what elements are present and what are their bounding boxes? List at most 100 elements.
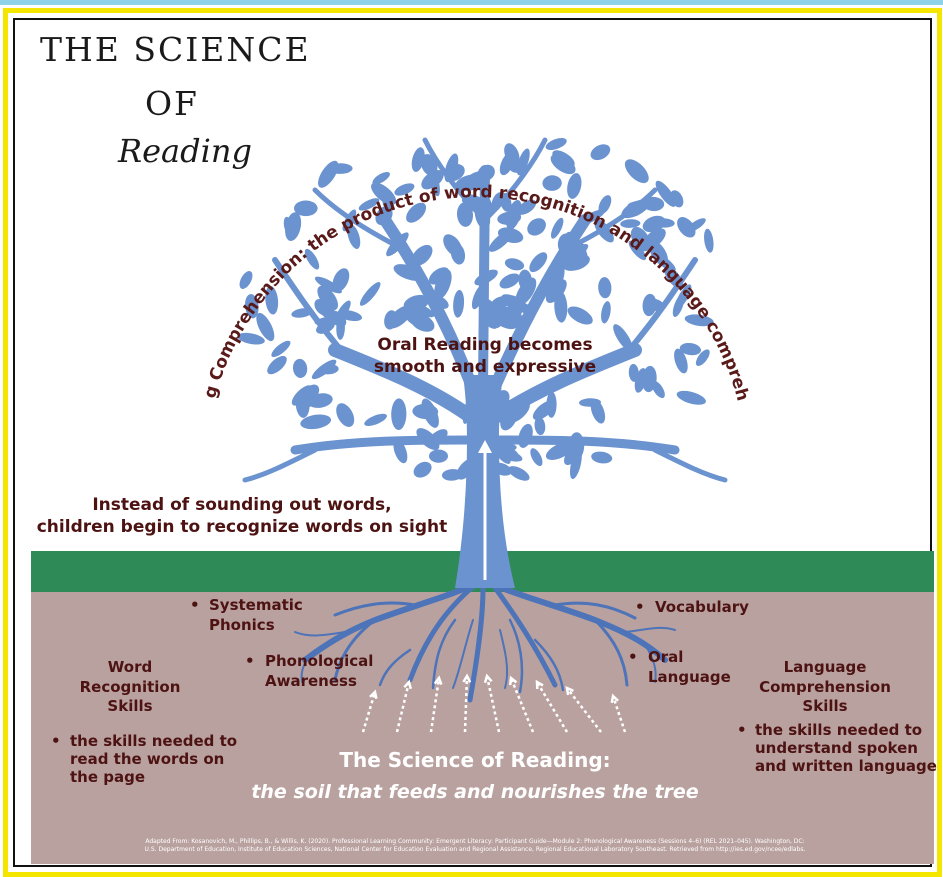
leaf — [675, 284, 692, 309]
leaf — [237, 332, 265, 345]
leaf — [292, 358, 308, 378]
leaf — [291, 308, 313, 318]
leaf — [372, 172, 390, 185]
leaf — [501, 294, 530, 313]
leaf — [316, 320, 335, 334]
dotted-arrow-head — [433, 675, 443, 686]
dotted-arrow-head — [508, 675, 518, 686]
leaf — [545, 138, 567, 150]
language-comprehension-desc-line-1: the skills needed to — [755, 721, 923, 739]
systematic-phonics-label: Systematic Phonics — [209, 596, 303, 635]
leaf — [482, 309, 500, 329]
dotted-arrow — [395, 681, 411, 733]
leaf — [527, 218, 546, 236]
leaf — [529, 252, 548, 273]
leaf — [456, 202, 474, 227]
leaf — [386, 232, 409, 257]
leaf — [239, 271, 253, 289]
leaf — [429, 295, 449, 309]
sight-words-line-1: Instead of sounding out words, — [92, 495, 392, 515]
leaf — [695, 349, 710, 366]
leaf — [434, 269, 452, 300]
language-comprehension-heading-line-2: Comprehension — [759, 677, 891, 696]
tree-illustration: Reading Comprehension: the product of wo… — [15, 20, 934, 864]
leaf — [542, 175, 562, 191]
leaf — [318, 160, 339, 188]
dotted-arrow — [535, 681, 569, 733]
leaf — [498, 446, 520, 461]
leaf — [271, 340, 291, 358]
leaf — [653, 218, 675, 228]
leaf — [545, 441, 574, 460]
leaf — [704, 228, 714, 253]
word-recognition-heading-line-2: Recognition — [79, 677, 181, 696]
oral-language-line-1: Oral — [648, 648, 684, 666]
soil-area — [31, 592, 934, 864]
leaf — [676, 390, 706, 405]
leaf — [620, 219, 641, 228]
leaf — [601, 301, 611, 324]
leaf — [530, 448, 543, 467]
bullet-dot: • — [190, 596, 200, 614]
leaf — [393, 439, 408, 464]
dotted-arrow — [509, 677, 535, 733]
leaf — [491, 192, 504, 212]
dotted-arrow-head — [369, 689, 378, 700]
leaf — [506, 200, 522, 230]
language-comprehension-desc-line-2: understand spoken — [755, 739, 918, 757]
leaf — [649, 240, 668, 266]
leaf — [443, 234, 463, 257]
leaf — [474, 201, 491, 230]
dotted-arrow — [361, 691, 377, 733]
leaf — [359, 281, 381, 306]
leaf — [391, 398, 407, 430]
title-line-2: OF — [145, 84, 199, 123]
title-line-1: THE SCIENCE — [40, 30, 311, 69]
leaf — [621, 199, 650, 219]
leaf — [291, 385, 313, 406]
leaf — [534, 416, 546, 436]
language-comprehension-description: the skills needed to understand spoken a… — [755, 721, 937, 775]
sight-words-line-2: children begin to recognize words on sig… — [36, 517, 448, 538]
leaf — [267, 355, 287, 375]
dotted-arrow-head — [610, 693, 619, 704]
leaf — [471, 284, 486, 310]
leaf — [664, 265, 684, 290]
leaf — [412, 403, 439, 420]
leaf — [578, 209, 606, 226]
dotted-arrow-head — [462, 673, 472, 683]
leaf — [493, 390, 510, 409]
leaf — [546, 391, 557, 418]
leaf — [304, 248, 320, 270]
word-recognition-desc-line-2: read the words on — [70, 750, 225, 768]
leaf — [518, 423, 533, 448]
language-comprehension-heading: Language Comprehension Skills — [750, 658, 900, 717]
leaf — [552, 150, 575, 168]
leaf — [545, 279, 567, 303]
phonological-awareness-line-2: Awareness — [265, 671, 357, 690]
tree-roots — [294, 577, 676, 703]
word-recognition-heading-line-1: Word — [107, 658, 153, 676]
leaf — [679, 342, 702, 356]
leaf — [480, 191, 493, 212]
poster: Reading Comprehension: the product of wo… — [13, 18, 937, 867]
dotted-arrow-head — [403, 679, 413, 690]
oral-reading-label: Oral Reading becomes smooth and expressi… — [345, 334, 625, 378]
leaf — [491, 462, 512, 476]
leaf — [455, 174, 486, 192]
leaf — [500, 405, 518, 431]
word-recognition-desc-line-1: the skills needed to — [70, 732, 238, 750]
leaf — [598, 277, 612, 299]
leaf — [591, 451, 613, 464]
leaf — [332, 268, 350, 292]
leaf — [628, 240, 647, 261]
leaf — [411, 147, 425, 172]
leaf — [517, 199, 537, 215]
bullet-dot: • — [737, 721, 747, 739]
credit-line-2: U.S. Department of Education, Institute … — [144, 846, 806, 854]
word-recognition-heading: Word Recognition Skills — [70, 658, 190, 717]
bullet-dot: • — [245, 652, 255, 670]
leaf — [456, 457, 478, 480]
sight-words-label: Instead of sounding out words, children … — [17, 494, 467, 538]
leaf — [336, 403, 355, 427]
